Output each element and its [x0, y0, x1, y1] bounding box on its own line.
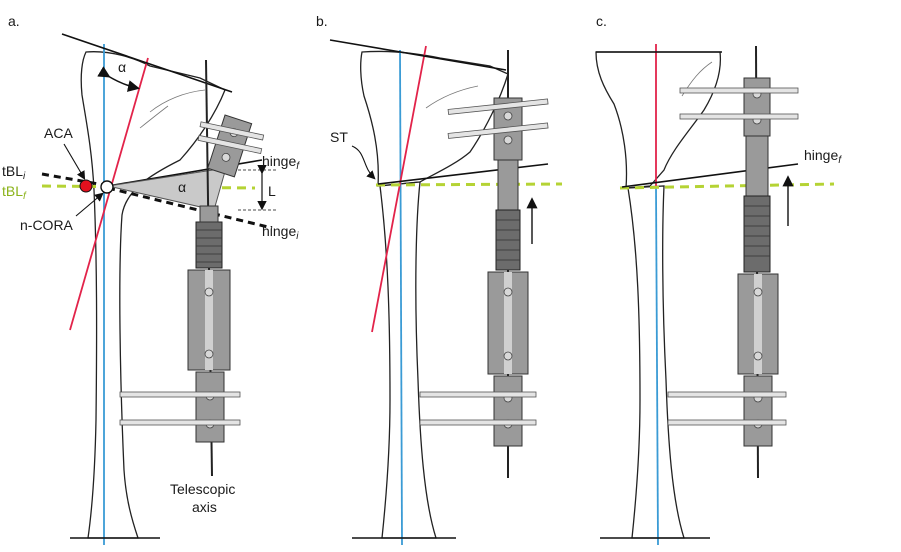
- hinge-initial-label-a: hingei: [262, 223, 299, 242]
- telescopic-label-line2: axis: [192, 499, 217, 515]
- tbl-final-line-b: [375, 182, 563, 187]
- mechanical-axis-b: [399, 49, 403, 546]
- hinge-line-c: [621, 163, 799, 188]
- fixator-a: [119, 59, 265, 477]
- double-arrow-icon: [97, 66, 140, 92]
- tbl-final-line-c: [619, 182, 835, 190]
- panel-b: b. ST: [316, 13, 563, 546]
- panel-a-label: a.: [8, 13, 20, 29]
- ncora-marker: [100, 180, 114, 194]
- hinge-final-label-c: hingef: [804, 147, 842, 166]
- L-label: L: [268, 183, 276, 199]
- telescopic-label-line1: Telescopic: [170, 481, 235, 497]
- hinge-plate: [107, 167, 227, 211]
- panel-a: a. α α L ACA tBLi: [2, 13, 300, 545]
- panel-b-label: b.: [316, 13, 328, 29]
- joint-line-a: [61, 33, 233, 93]
- st-label: ST: [330, 129, 348, 145]
- aca-marker: [79, 179, 93, 193]
- anatomical-axis-b: [371, 45, 427, 333]
- mechanical-axis-c: [655, 185, 659, 546]
- panel-c-label: c.: [596, 13, 607, 29]
- joint-line-b: [329, 39, 507, 71]
- aca-label: ACA: [44, 125, 73, 141]
- alpha-top-a: α: [118, 59, 126, 75]
- fixator-b: [419, 50, 549, 478]
- hinge-initial-line: [107, 186, 273, 230]
- hinge-final-label-a: hingef: [262, 153, 300, 172]
- hinge-line-b: [377, 163, 549, 185]
- distal-shaft-b: [379, 181, 437, 539]
- tibia-outline-a: [80, 51, 226, 539]
- fixator-c: [667, 45, 799, 479]
- proximal-fragment-c: [595, 51, 722, 189]
- tbl-final-label: tBLf: [2, 183, 27, 202]
- alpha-hinge-a: α: [178, 179, 186, 195]
- panel-c: c. hingef: [595, 13, 842, 546]
- anatomical-axis-a: [69, 57, 149, 331]
- ncora-label: n-CORA: [20, 217, 74, 233]
- proximal-fragment-b: [360, 50, 509, 187]
- tbl-initial-label: tBLi: [2, 163, 26, 182]
